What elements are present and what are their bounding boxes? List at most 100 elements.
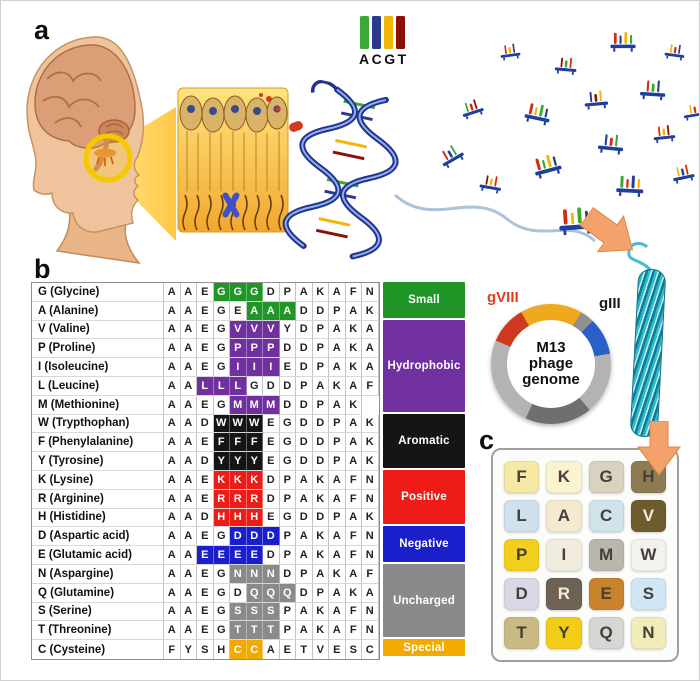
phage-icon — [497, 42, 523, 61]
sequence-cell: E — [197, 339, 214, 359]
sequence-cell: A — [296, 602, 313, 622]
sequence-cell: M — [246, 395, 263, 415]
sequence-cell: D — [279, 395, 296, 415]
sequence-cell: K — [362, 452, 379, 471]
phage-icon — [521, 100, 555, 126]
sequence-cell: F — [345, 283, 362, 302]
category-block-uncharged: Uncharged — [383, 563, 465, 638]
sequence-cell: A — [164, 376, 181, 396]
category-block-special: Special — [383, 639, 465, 656]
sequence-cell: F — [345, 527, 362, 547]
sequence-cell: G — [213, 527, 230, 547]
sequence-cell: V — [230, 320, 247, 340]
sequence-cell: K — [362, 508, 379, 528]
sequence-cell: A — [164, 527, 181, 547]
a-base-bar — [360, 16, 370, 49]
amino-acid-name: H (Histidine) — [32, 508, 164, 528]
tile-I: I — [546, 539, 582, 571]
sequence-cell: A — [296, 546, 313, 565]
sequence-cell: Q — [279, 583, 296, 603]
sequence-cell: I — [263, 358, 280, 377]
sequence-cell: A — [312, 376, 329, 396]
sequence-cell: L — [197, 376, 214, 396]
amino-acid-name: V (Valine) — [32, 320, 164, 340]
sequence-cell: D — [296, 358, 313, 377]
sequence-cell: K — [312, 527, 329, 547]
sequence-cell: F — [345, 621, 362, 641]
sequence-cell: K — [362, 414, 379, 434]
sequence-cell: A — [180, 283, 197, 302]
sequence-cell: P — [312, 320, 329, 340]
sequence-cell: P — [329, 414, 346, 434]
sequence-cell: W — [230, 414, 247, 434]
sequence-cell: A — [279, 301, 296, 321]
sequence-cell: D — [263, 546, 280, 565]
sequence-cell: G — [279, 452, 296, 471]
amino-acid-name: K (Lysine) — [32, 470, 164, 490]
phage-tail-icon — [627, 242, 655, 274]
sequence-cell: A — [362, 339, 379, 359]
sequence-cell: Y — [230, 452, 247, 471]
category-block-aromatic: Aromatic — [383, 413, 465, 468]
sequence-cell: E — [197, 564, 214, 584]
sequence-cell: A — [329, 395, 346, 415]
sequence-cell: A — [345, 452, 362, 471]
sequence-cell: N — [362, 621, 379, 641]
sequence-cell: P — [279, 527, 296, 547]
sequence-cell: C — [230, 640, 247, 659]
sequence-cell: E — [197, 395, 214, 415]
sequence-cell: E — [280, 640, 296, 659]
sequence-cell: A — [263, 640, 280, 659]
sequence-cell: A — [164, 470, 181, 490]
filamentous-phage-icon — [629, 268, 667, 438]
sequence-cell: A — [362, 358, 379, 377]
sequence-cell: N — [362, 527, 379, 547]
magnifier-ring-icon — [83, 133, 133, 183]
sequence-cell: K — [345, 339, 362, 359]
sequence-cell: A — [345, 508, 362, 528]
sequence-cell: P — [263, 339, 280, 359]
category-block-small: Small — [383, 282, 465, 318]
sequence-cell: L — [230, 376, 247, 396]
tile-Q: Q — [588, 617, 624, 649]
sequence-cell: A — [180, 546, 197, 565]
ssdna-wave-icon — [394, 193, 597, 243]
sequence-cell: S — [246, 602, 263, 622]
sequence-cell: P — [246, 339, 263, 359]
tile-M: M — [588, 539, 624, 571]
amino-acid-name: Q (Glutamine) — [32, 583, 164, 603]
sequence-cell: D — [197, 414, 214, 434]
amino-acid-name: D (Aspartic acid) — [32, 527, 164, 547]
sequence-cell: A — [164, 320, 181, 340]
sequence-cell: N — [230, 564, 247, 584]
tile-L: L — [504, 500, 540, 532]
sequence-cell: A — [180, 301, 197, 321]
sequence-cell: E — [197, 602, 214, 622]
sequence-cell: A — [296, 489, 313, 509]
sequence-cell: A — [180, 339, 197, 359]
sequence-cell: A — [180, 564, 197, 584]
sequence-cell: K — [312, 470, 329, 490]
sequence-cell: D — [312, 433, 329, 453]
sequence-cell: D — [296, 414, 313, 434]
amino-acid-name: C (Cysteine) — [32, 640, 164, 659]
sequence-cell: D — [279, 564, 296, 584]
sequence-cell: A — [180, 621, 197, 641]
phage-icon — [662, 42, 688, 61]
sequence-cell: A — [329, 320, 346, 340]
sequence-cell: D — [197, 452, 214, 471]
panel-a-label: a — [34, 15, 50, 45]
tile-W: W — [630, 539, 666, 571]
sequence-cell: G — [213, 320, 230, 340]
sequence-cell: A — [180, 527, 197, 547]
sequence-cell: A — [180, 414, 197, 434]
sequence-cell: K — [345, 395, 362, 415]
category-block-positive: Positive — [383, 469, 465, 525]
